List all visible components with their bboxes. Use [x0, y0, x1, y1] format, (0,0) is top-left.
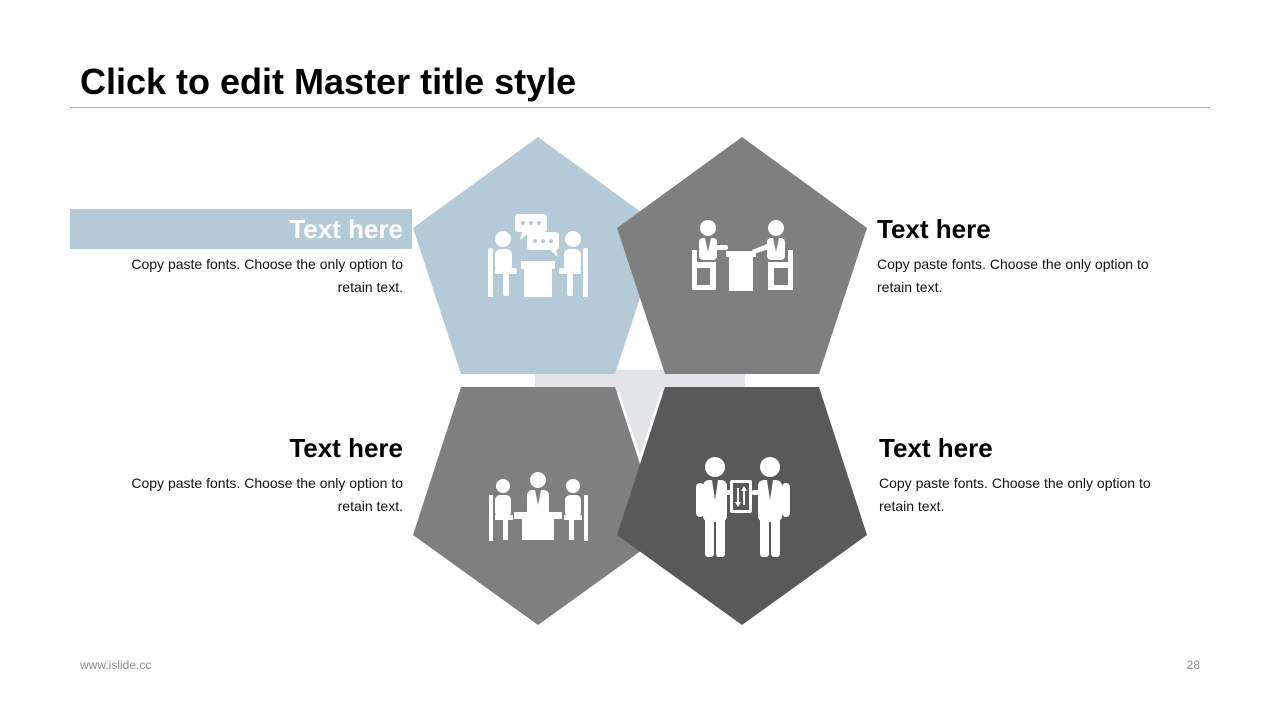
text-block-bottom-left: Text here Copy paste fonts. Choose the o… — [103, 428, 403, 518]
block-body: Copy paste fonts. Choose the only option… — [877, 256, 1149, 295]
page-number: 28 — [1186, 658, 1200, 672]
highlight-banner — [70, 209, 412, 249]
team-meeting-icon — [489, 472, 588, 541]
block-body: Copy paste fonts. Choose the only option… — [131, 475, 403, 514]
block-heading: Text here — [289, 214, 403, 244]
block-heading: Text here — [879, 433, 993, 463]
title-divider — [70, 107, 1210, 108]
pentagon-top-left — [413, 137, 663, 374]
interview-icon — [692, 220, 793, 291]
block-body: Copy paste fonts. Choose the only option… — [131, 256, 403, 295]
footer-url: www.islide.cc — [80, 658, 152, 672]
text-block-top-left: Text here Copy paste fonts. Choose the o… — [103, 209, 403, 299]
block-heading: Text here — [289, 433, 403, 463]
meeting-chat-icon — [488, 214, 588, 297]
slide-title: Click to edit Master title style — [80, 61, 577, 102]
text-block-top-right: Text here Copy paste fonts. Choose the o… — [877, 209, 1177, 299]
center-connector — [535, 370, 745, 455]
block-heading: Text here — [877, 214, 991, 244]
block-body: Copy paste fonts. Choose the only option… — [879, 475, 1151, 514]
text-block-bottom-right: Text here Copy paste fonts. Choose the o… — [879, 428, 1179, 518]
presentation-icon — [696, 457, 790, 557]
